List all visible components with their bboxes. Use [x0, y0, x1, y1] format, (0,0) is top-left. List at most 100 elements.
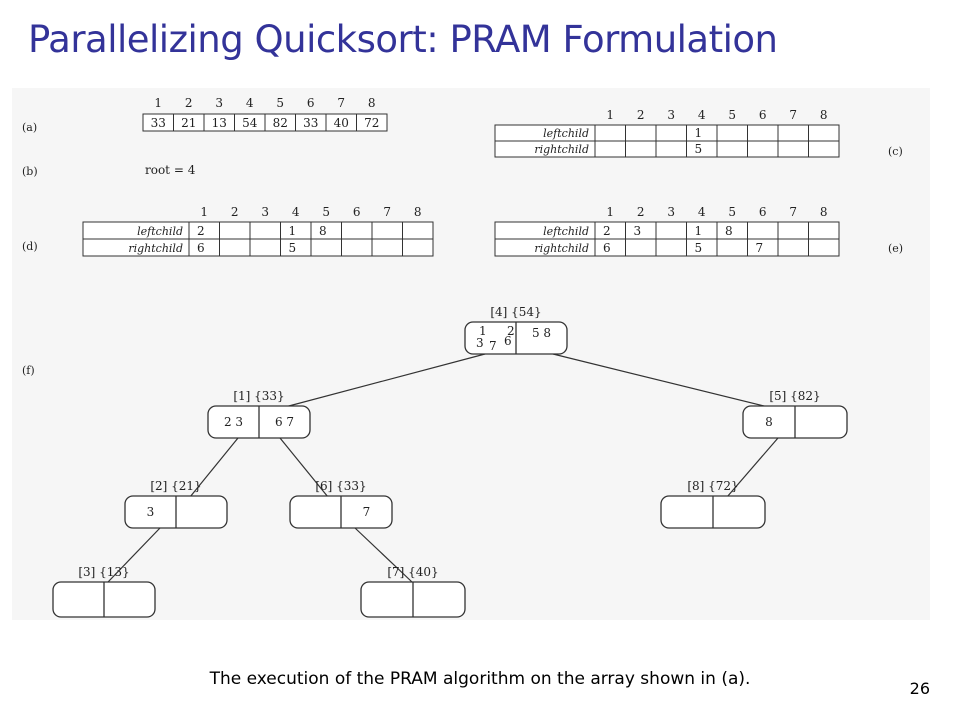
array-value: 13 — [212, 116, 227, 130]
table-index: 3 — [667, 205, 675, 219]
row-label: rightchild — [534, 242, 589, 255]
row-label: leftchild — [137, 225, 183, 238]
row-label: leftchild — [543, 225, 589, 238]
table-cell — [594, 124, 626, 142]
panel-label-a: (a) — [22, 121, 37, 134]
table-index: 3 — [261, 205, 269, 219]
table-cell — [777, 221, 809, 240]
array-index: 2 — [185, 96, 193, 110]
table-index: 6 — [759, 108, 767, 122]
tree-node: [7] {40} — [360, 565, 466, 618]
array-value: 33 — [151, 116, 166, 130]
table-value: 3 — [634, 224, 642, 238]
array-index: 8 — [368, 96, 376, 110]
array-index: 6 — [307, 96, 315, 110]
tree-node: [5] {82}8 — [742, 389, 848, 439]
table-index: 8 — [820, 108, 828, 122]
table-value: 6 — [603, 241, 611, 255]
table-cell — [625, 124, 657, 142]
edge-1-6 — [279, 437, 329, 498]
array-index: 5 — [276, 96, 284, 110]
array-value: 40 — [334, 116, 349, 130]
tree-node: [2] {21}3 — [124, 479, 228, 529]
panel-label-d: (d) — [22, 240, 38, 253]
table-index: 4 — [698, 108, 706, 122]
table-cell — [625, 140, 657, 158]
table-index: 7 — [789, 205, 797, 219]
node-right-value: 6 7 — [275, 415, 294, 429]
table-value: 5 — [289, 241, 297, 255]
root-text: root = 4 — [145, 163, 196, 177]
table-value: 8 — [319, 224, 327, 238]
table-index: 5 — [322, 205, 330, 219]
node-left-value: 2 — [507, 324, 515, 338]
panel-label-e: (e) — [888, 242, 903, 255]
slide-title: Parallelizing Quicksort: PRAM Formulatio… — [28, 18, 778, 61]
node-label: [8] {72} — [687, 479, 738, 493]
array-index: 3 — [215, 96, 223, 110]
node-right-value: 5 8 — [532, 326, 551, 340]
table-index: 1 — [606, 108, 614, 122]
table-index: 4 — [292, 205, 300, 219]
table-value: 7 — [756, 241, 764, 255]
node-right-value: 7 — [363, 505, 371, 519]
table-index: 2 — [637, 108, 645, 122]
edge-4-5 — [552, 353, 769, 408]
node-label: [6] {33} — [315, 479, 366, 493]
node-label: [5] {82} — [769, 389, 820, 403]
table-cell — [594, 140, 626, 158]
table-cell — [808, 124, 840, 142]
table-cell — [249, 221, 281, 240]
node-label: [1] {33} — [233, 389, 284, 403]
array-value: 54 — [242, 116, 258, 130]
slide-number: 26 — [909, 679, 930, 698]
node-label: [7] {40} — [387, 565, 438, 579]
table-cell — [625, 238, 657, 257]
node-left-value: 1 — [479, 324, 487, 338]
panel-label-b: (b) — [22, 165, 38, 178]
edge-1-2 — [189, 437, 239, 498]
table-cell — [402, 221, 434, 240]
tree-node: [6] {33} 7 — [289, 479, 393, 529]
table-value: 5 — [695, 241, 703, 255]
table-cell — [716, 124, 748, 142]
table-index: 6 — [759, 205, 767, 219]
table-value: 1 — [695, 224, 703, 238]
table-cell — [249, 238, 281, 257]
table-cell — [655, 124, 687, 142]
table-index: 5 — [728, 108, 736, 122]
row-label: leftchild — [543, 127, 589, 140]
table-index: 4 — [698, 205, 706, 219]
table-cell — [219, 238, 251, 257]
table-value: 5 — [695, 142, 703, 156]
table-index: 5 — [728, 205, 736, 219]
array-value: 33 — [303, 116, 318, 130]
table-cell — [655, 238, 687, 257]
panel-label-c: (c) — [888, 145, 903, 158]
table-cell — [777, 124, 809, 142]
table-cell — [402, 238, 434, 257]
table-value: 1 — [289, 224, 297, 238]
figure-caption: The execution of the PRAM algorithm on t… — [209, 669, 751, 689]
node-left-value: 3 — [147, 505, 155, 519]
row-label: rightchild — [534, 143, 589, 156]
table-cell — [777, 238, 809, 257]
table-cell — [716, 140, 748, 158]
table-value: 2 — [603, 224, 611, 238]
array-value: 21 — [181, 116, 196, 130]
table-index: 7 — [383, 205, 391, 219]
tree-node: [8] {72} — [660, 479, 766, 529]
array-index: 4 — [246, 96, 254, 110]
table-cell — [808, 221, 840, 240]
table-value: 2 — [197, 224, 205, 238]
node-label: [3] {13} — [78, 565, 129, 579]
table-index: 3 — [667, 108, 675, 122]
node-left-value: 6 — [504, 334, 512, 348]
